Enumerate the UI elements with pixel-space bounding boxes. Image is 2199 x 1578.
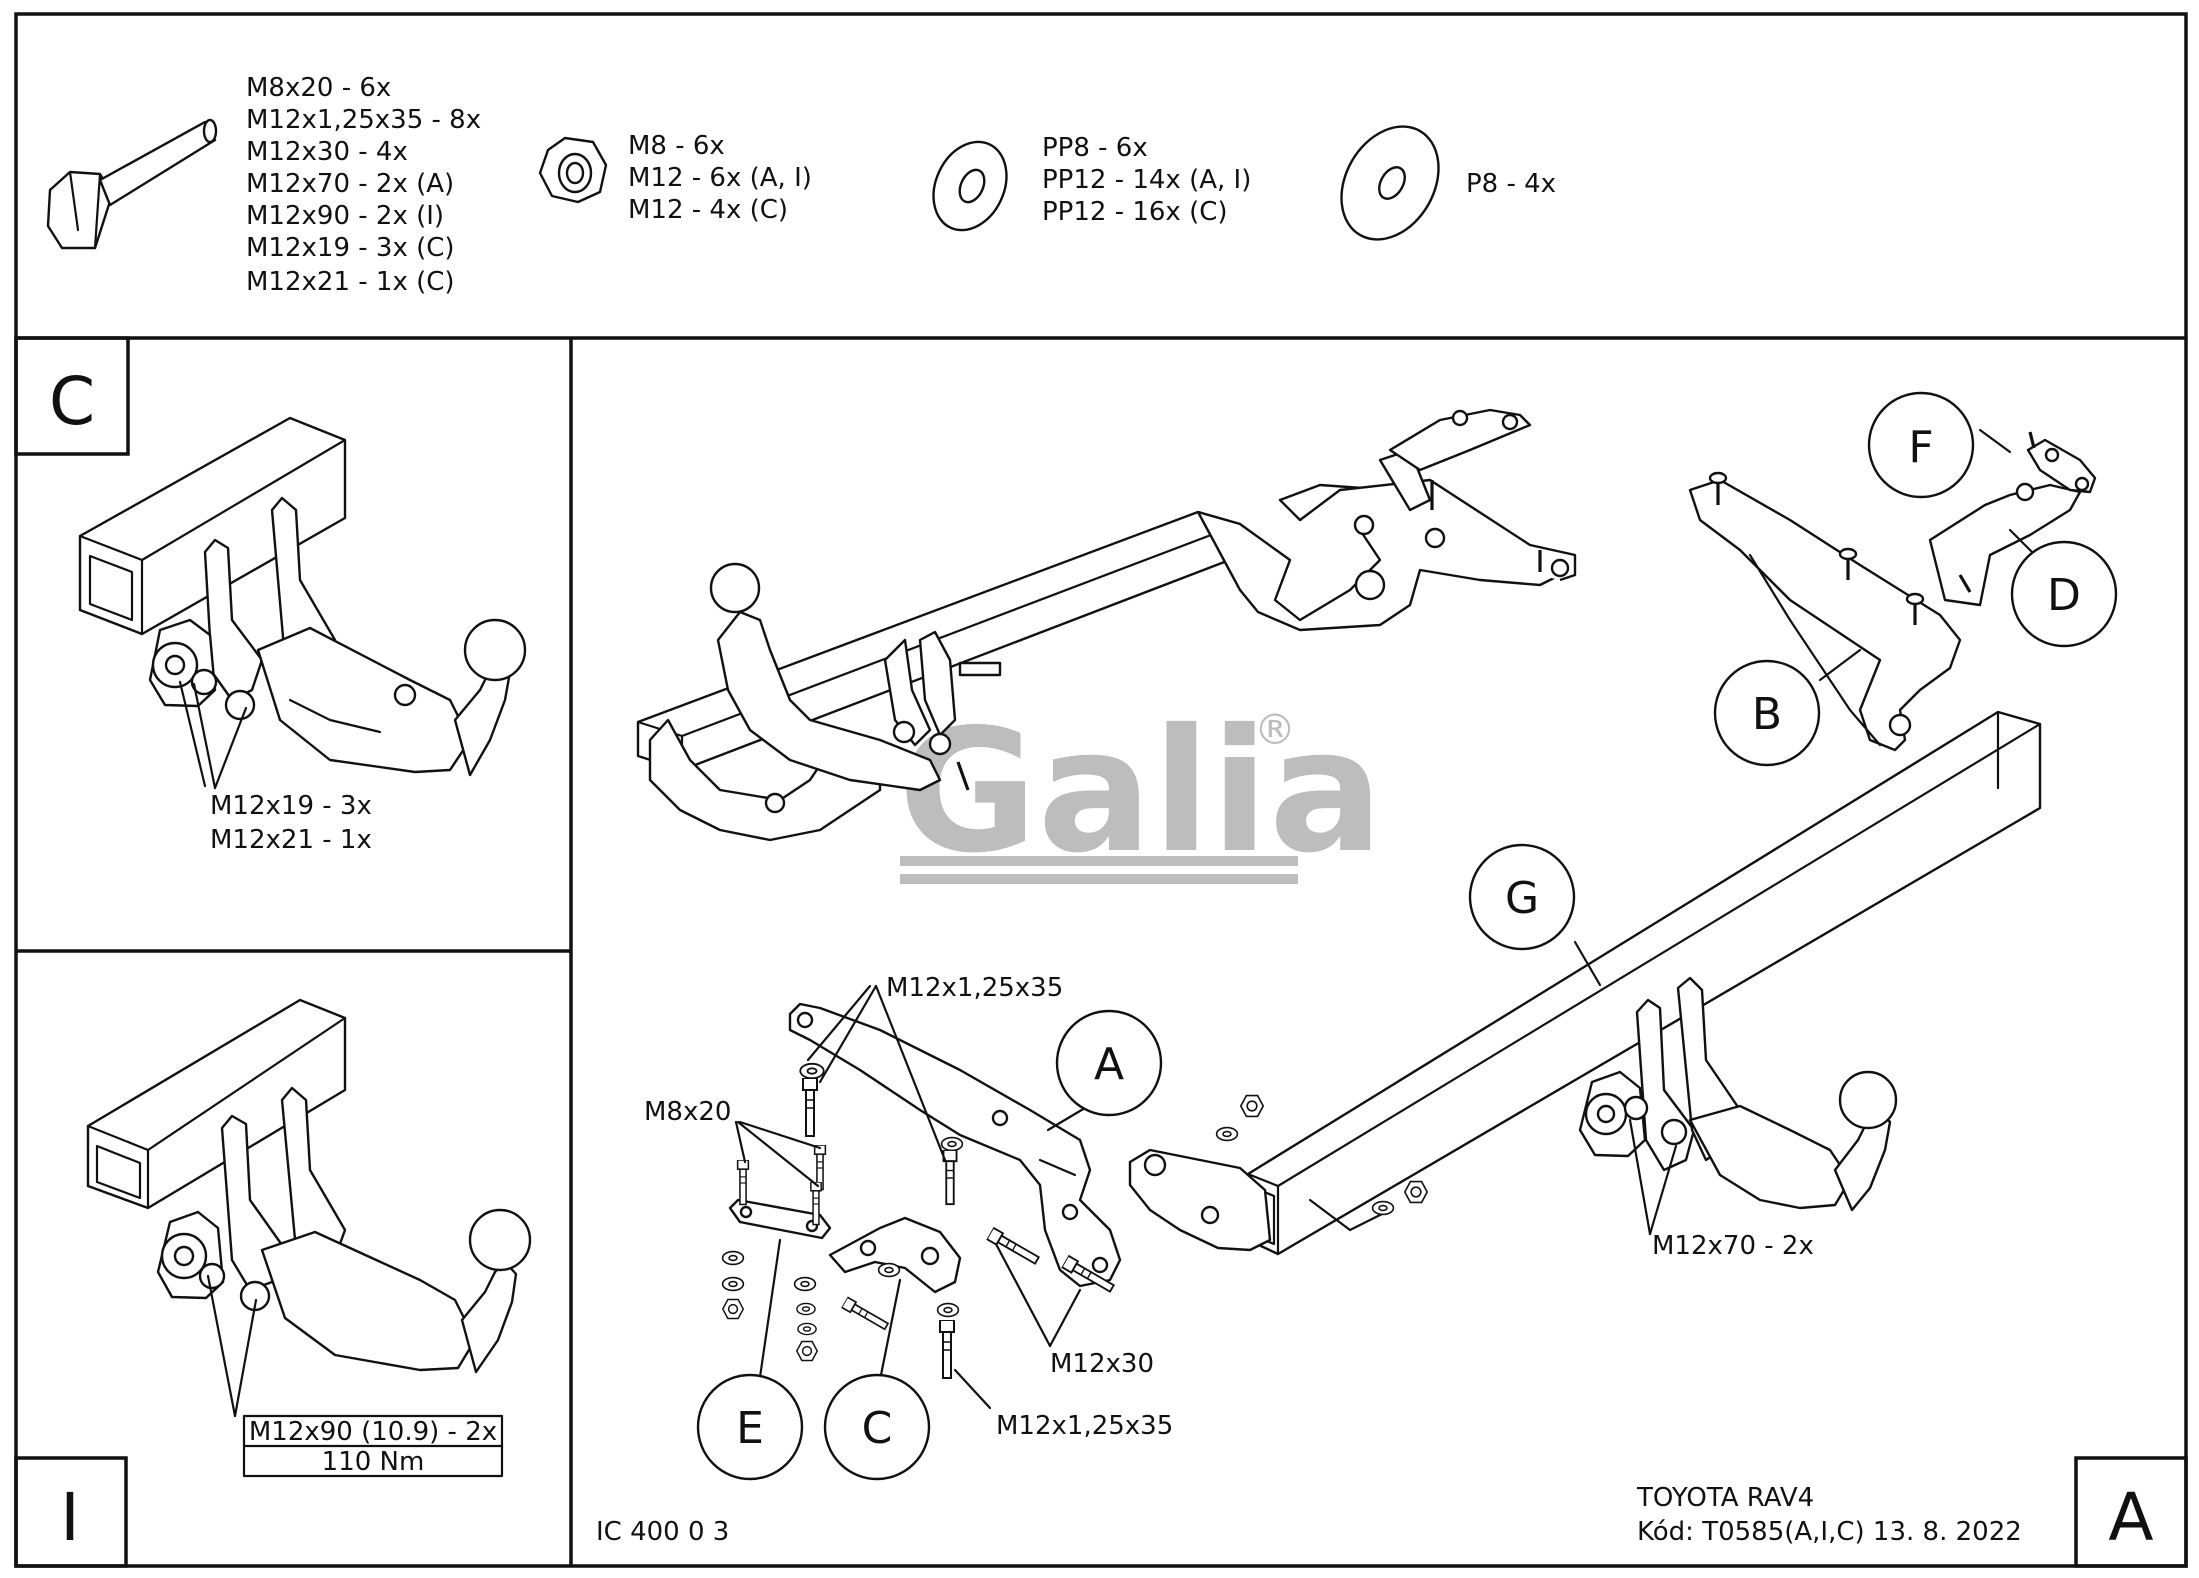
- label-m12x125x35-bottom: M12x1,25x35: [996, 1411, 1173, 1441]
- bolt-item: M12x21 - 1x (C): [246, 267, 455, 297]
- callout-c: C: [823, 1373, 931, 1481]
- nut-list: M8 - 6x M12 - 6x (A, I) M12 - 4x (C): [628, 131, 812, 225]
- panel-i-letter: I: [60, 1479, 79, 1556]
- nut-item: M12 - 4x (C): [628, 195, 788, 225]
- callout-b-label: B: [1752, 689, 1782, 740]
- upper-towbar-illustration: [636, 408, 1577, 842]
- callout-g: G: [1468, 843, 1576, 951]
- vehicle-name: TOYOTA RAV4: [1636, 1483, 1814, 1513]
- label-m12x30: M12x30: [1050, 1349, 1154, 1379]
- bolt-item: M12x90 - 2x (I): [246, 201, 444, 231]
- washer-item: PP8 - 6x: [1042, 133, 1148, 163]
- plate-item: P8 - 4x: [1466, 169, 1556, 199]
- washer-item: PP12 - 16x (C): [1042, 197, 1228, 227]
- bolt-illustration: [46, 118, 218, 250]
- panel-c-bolt-label: M12x21 - 1x: [210, 825, 372, 855]
- panel-i-towbar-illustration: [86, 998, 532, 1374]
- bracket-a-illustration: [788, 1002, 1122, 1288]
- callout-f-label: F: [1908, 422, 1933, 473]
- watermark-registered-mark: ®: [1254, 705, 1296, 754]
- bracket-d-illustration: [1928, 482, 2082, 607]
- callout-d-label: D: [2047, 570, 2081, 621]
- callout-c-label: C: [862, 1403, 893, 1454]
- panel-c-bolt-label: M12x19 - 3x: [210, 791, 372, 821]
- callout-b: B: [1713, 659, 1821, 767]
- m12x70-leaders: [1628, 1118, 1678, 1236]
- callout-a: A: [1055, 1009, 1163, 1117]
- product-code-date: Kód: T0585(A,I,C) 13. 8. 2022: [1637, 1517, 2022, 1547]
- nut-item: M8 - 6x: [628, 131, 725, 161]
- panel-c-towbar-illustration: [78, 416, 527, 777]
- bracket-b-illustration: [1688, 471, 1962, 752]
- nut-item: M12 - 6x (A, I): [628, 163, 812, 193]
- bolt-item: M8x20 - 6x: [246, 73, 391, 103]
- panel-i-torque-line: 110 Nm: [322, 1447, 425, 1477]
- callout-d: D: [2010, 540, 2118, 648]
- panel-c-bolt-leaders: [178, 680, 248, 790]
- bolt-item: M12x19 - 3x (C): [246, 233, 455, 263]
- callout-e-label: E: [736, 1403, 764, 1454]
- callout-g-label: G: [1505, 873, 1539, 924]
- bolt-item: M12x70 - 2x (A): [246, 169, 454, 199]
- washer-illustration: [932, 140, 1008, 232]
- drawing-code: IC 400 0 3: [596, 1517, 729, 1547]
- bolt-item: M12x30 - 4x: [246, 137, 408, 167]
- bracket-f-illustration: [2026, 431, 2097, 494]
- galia-watermark: Galia ®: [898, 693, 1384, 891]
- side-plate-illustration: [1128, 1148, 1392, 1252]
- variant-letter-box: [2074, 1456, 2188, 1568]
- washer-item: PP12 - 14x (A, I): [1042, 165, 1251, 195]
- variant-letter: A: [2108, 1479, 2153, 1556]
- callout-e: E: [696, 1373, 804, 1481]
- plate-illustration: [1340, 125, 1440, 241]
- callout-f: F: [1867, 391, 1975, 499]
- towball-a-illustration: [1578, 976, 1898, 1212]
- callout-a-label: A: [1094, 1039, 1124, 1090]
- bolt-list: M8x20 - 6x M12x1,25x35 - 8x M12x30 - 4x …: [246, 73, 481, 297]
- label-m12x70: M12x70 - 2x: [1652, 1231, 1814, 1261]
- bolt-item: M12x1,25x35 - 8x: [246, 105, 481, 135]
- panel-i-bolt-leaders: [206, 1274, 258, 1418]
- washer-list: PP8 - 6x PP12 - 14x (A, I) PP12 - 16x (C…: [1042, 133, 1251, 227]
- nut-illustration: [538, 136, 608, 204]
- label-m12x125x35-top: M12x1,25x35: [886, 973, 1063, 1003]
- panel-c-letter: C: [49, 363, 95, 440]
- panel-c-letter-box: [14, 336, 130, 456]
- sheet-border: [14, 12, 2188, 1568]
- panel-i-torque-line: M12x90 (10.9) - 2x: [249, 1417, 497, 1447]
- bracket-c-illustration: [828, 1216, 962, 1294]
- panel-i-letter-box: [14, 1456, 128, 1568]
- label-m8x20: M8x20: [644, 1097, 731, 1127]
